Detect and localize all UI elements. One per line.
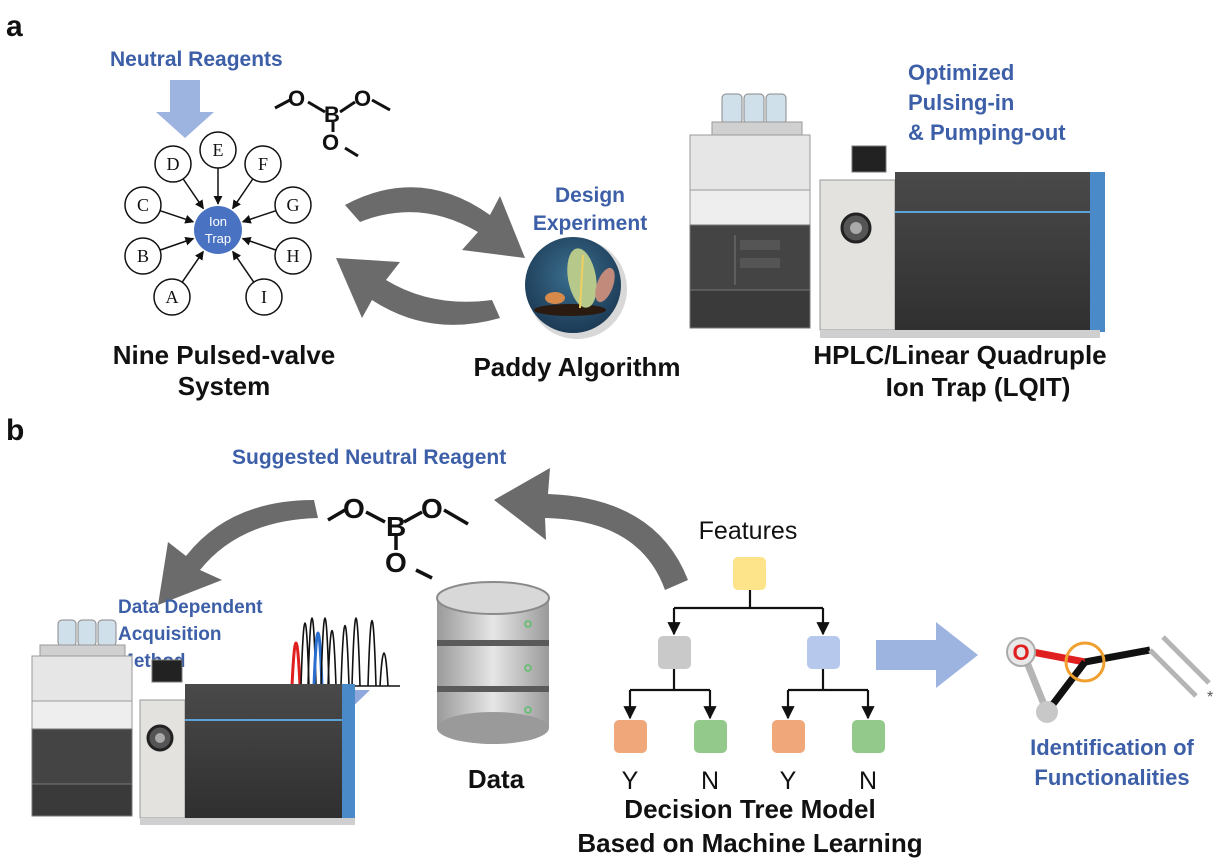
curved-arrow-to-paddy xyxy=(345,187,525,258)
spectrum-peak-10 xyxy=(379,652,389,687)
neutral-reagents-label: Neutral Reagents xyxy=(110,48,283,71)
decision-tree xyxy=(614,557,885,753)
valve-label-f: F xyxy=(258,154,268,174)
tree-root-node xyxy=(733,557,766,590)
design-label-line2: Experiment xyxy=(533,212,647,235)
tree-leaf-2 xyxy=(694,720,727,753)
valve-arrow-b xyxy=(159,236,195,251)
spectrum-peak-7 xyxy=(340,625,350,687)
spectrum-peak-9 xyxy=(367,619,377,687)
leaf-label-3: Y xyxy=(780,767,797,795)
spectrum-peak-6 xyxy=(327,630,337,687)
leaf-label-1: Y xyxy=(622,767,639,795)
panel-a-label: a xyxy=(6,10,23,43)
features-label: Features xyxy=(699,517,798,545)
tree-label-line1: Decision Tree Model xyxy=(624,794,875,824)
trimethyl-borate-molecule-a xyxy=(274,98,391,158)
valve-arrow-c xyxy=(159,209,195,224)
identification-line1: Identification of xyxy=(1030,735,1194,760)
hplc-label-line2: Ion Trap (LQIT) xyxy=(886,372,1071,402)
optimized-line3: & Pumping-out xyxy=(908,120,1066,145)
valve-arrow-i xyxy=(232,250,255,283)
data-label: Data xyxy=(468,764,525,794)
valve-c xyxy=(124,186,162,224)
valve-label-e: E xyxy=(213,140,224,160)
nine-valve-system: Ion Trap A B C D E F G H I xyxy=(124,131,312,316)
tree-label-line2: Based on Machine Learning xyxy=(577,828,922,858)
dda-label-line1: Data Dependent xyxy=(118,597,263,618)
valve-label-h: H xyxy=(287,246,300,266)
tree-leaf-3 xyxy=(772,720,805,753)
spectrum-peak-1 xyxy=(290,641,302,687)
spectrum-peak-8 xyxy=(351,617,361,687)
mass-spectrum-plot xyxy=(248,617,400,687)
molecule-b-atom-o1: O xyxy=(343,493,365,524)
functionality-molecule xyxy=(1006,635,1211,723)
identification-line2: Functionalities xyxy=(1034,765,1189,790)
valve-arrow-d xyxy=(182,178,204,210)
leaf-label-2: N xyxy=(701,767,719,795)
suggested-reagent-label: Suggested Neutral Reagent xyxy=(232,446,506,469)
optimized-line2: Pulsing-in xyxy=(908,90,1014,115)
valve-label-i: I xyxy=(261,287,267,307)
hplc-instrument-b xyxy=(31,619,355,825)
valve-arrow-h xyxy=(241,236,277,251)
leaf-label-4: N xyxy=(859,767,877,795)
valve-g xyxy=(274,186,312,224)
valve-arrow-f xyxy=(232,178,254,210)
design-label-line1: Design xyxy=(555,184,625,207)
dda-label-line2: Acquisition xyxy=(118,624,221,645)
tree-left-node xyxy=(658,636,691,669)
molecule-b-atom-b: B xyxy=(386,511,406,542)
valve-arrow-g xyxy=(241,209,277,224)
valve-label-c: C xyxy=(137,195,149,215)
valve-i xyxy=(245,278,283,316)
panel-b-label: b xyxy=(6,414,24,447)
valve-e xyxy=(199,131,237,169)
valve-f xyxy=(244,145,282,183)
neutral-reagents-arrow xyxy=(156,80,214,138)
spectrum-peak-2 xyxy=(300,622,310,687)
paddy-label: Paddy Algorithm xyxy=(473,352,680,382)
molecule-b-atom-o3: O xyxy=(385,547,407,578)
database-icon xyxy=(436,581,550,744)
molecule-a-atom-o2: O xyxy=(354,86,371,111)
optimized-line1: Optimized xyxy=(908,60,1014,85)
spectrum-peak-5 xyxy=(320,617,330,687)
tree-to-functionality-arrow xyxy=(876,622,978,688)
curved-arrow-to-system xyxy=(336,258,500,325)
tree-leaf-4 xyxy=(852,720,885,753)
tree-leaf-1 xyxy=(614,720,647,753)
valve-arrow-a xyxy=(181,250,204,283)
system-label-line2: System xyxy=(178,371,271,401)
molecule-a-atom-o1: O xyxy=(288,86,305,111)
hplc-instrument-a xyxy=(689,93,1105,338)
valve-h xyxy=(274,237,312,275)
ion-trap-label-line1: Ion xyxy=(209,214,227,229)
molecule-b-atom-o2: O xyxy=(421,493,443,524)
trimethyl-borate-molecule-b xyxy=(327,508,469,580)
valve-label-d: D xyxy=(167,154,180,174)
hplc-label-line1: HPLC/Linear Quadruple xyxy=(813,340,1106,370)
valve-label-a: A xyxy=(166,287,179,307)
molecule-a-atom-b: B xyxy=(324,102,340,127)
system-label-line1: Nine Pulsed-valve xyxy=(113,340,336,370)
curved-arrow-from-tree xyxy=(494,468,688,590)
curved-arrow-from-reagent xyxy=(158,500,318,605)
valve-b xyxy=(124,237,162,275)
valve-d xyxy=(154,145,192,183)
valve-label-g: G xyxy=(287,195,300,215)
molecule-a-atom-o3: O xyxy=(322,130,339,155)
valve-a xyxy=(153,278,191,316)
paddy-algorithm-icon xyxy=(525,237,627,339)
functionality-oxygen: O xyxy=(1012,640,1029,665)
ion-trap-node xyxy=(194,206,242,254)
functionality-star: * xyxy=(1207,689,1213,706)
valve-label-b: B xyxy=(137,246,149,266)
tree-right-node xyxy=(807,636,840,669)
ion-trap-label-line2: Trap xyxy=(205,231,231,246)
